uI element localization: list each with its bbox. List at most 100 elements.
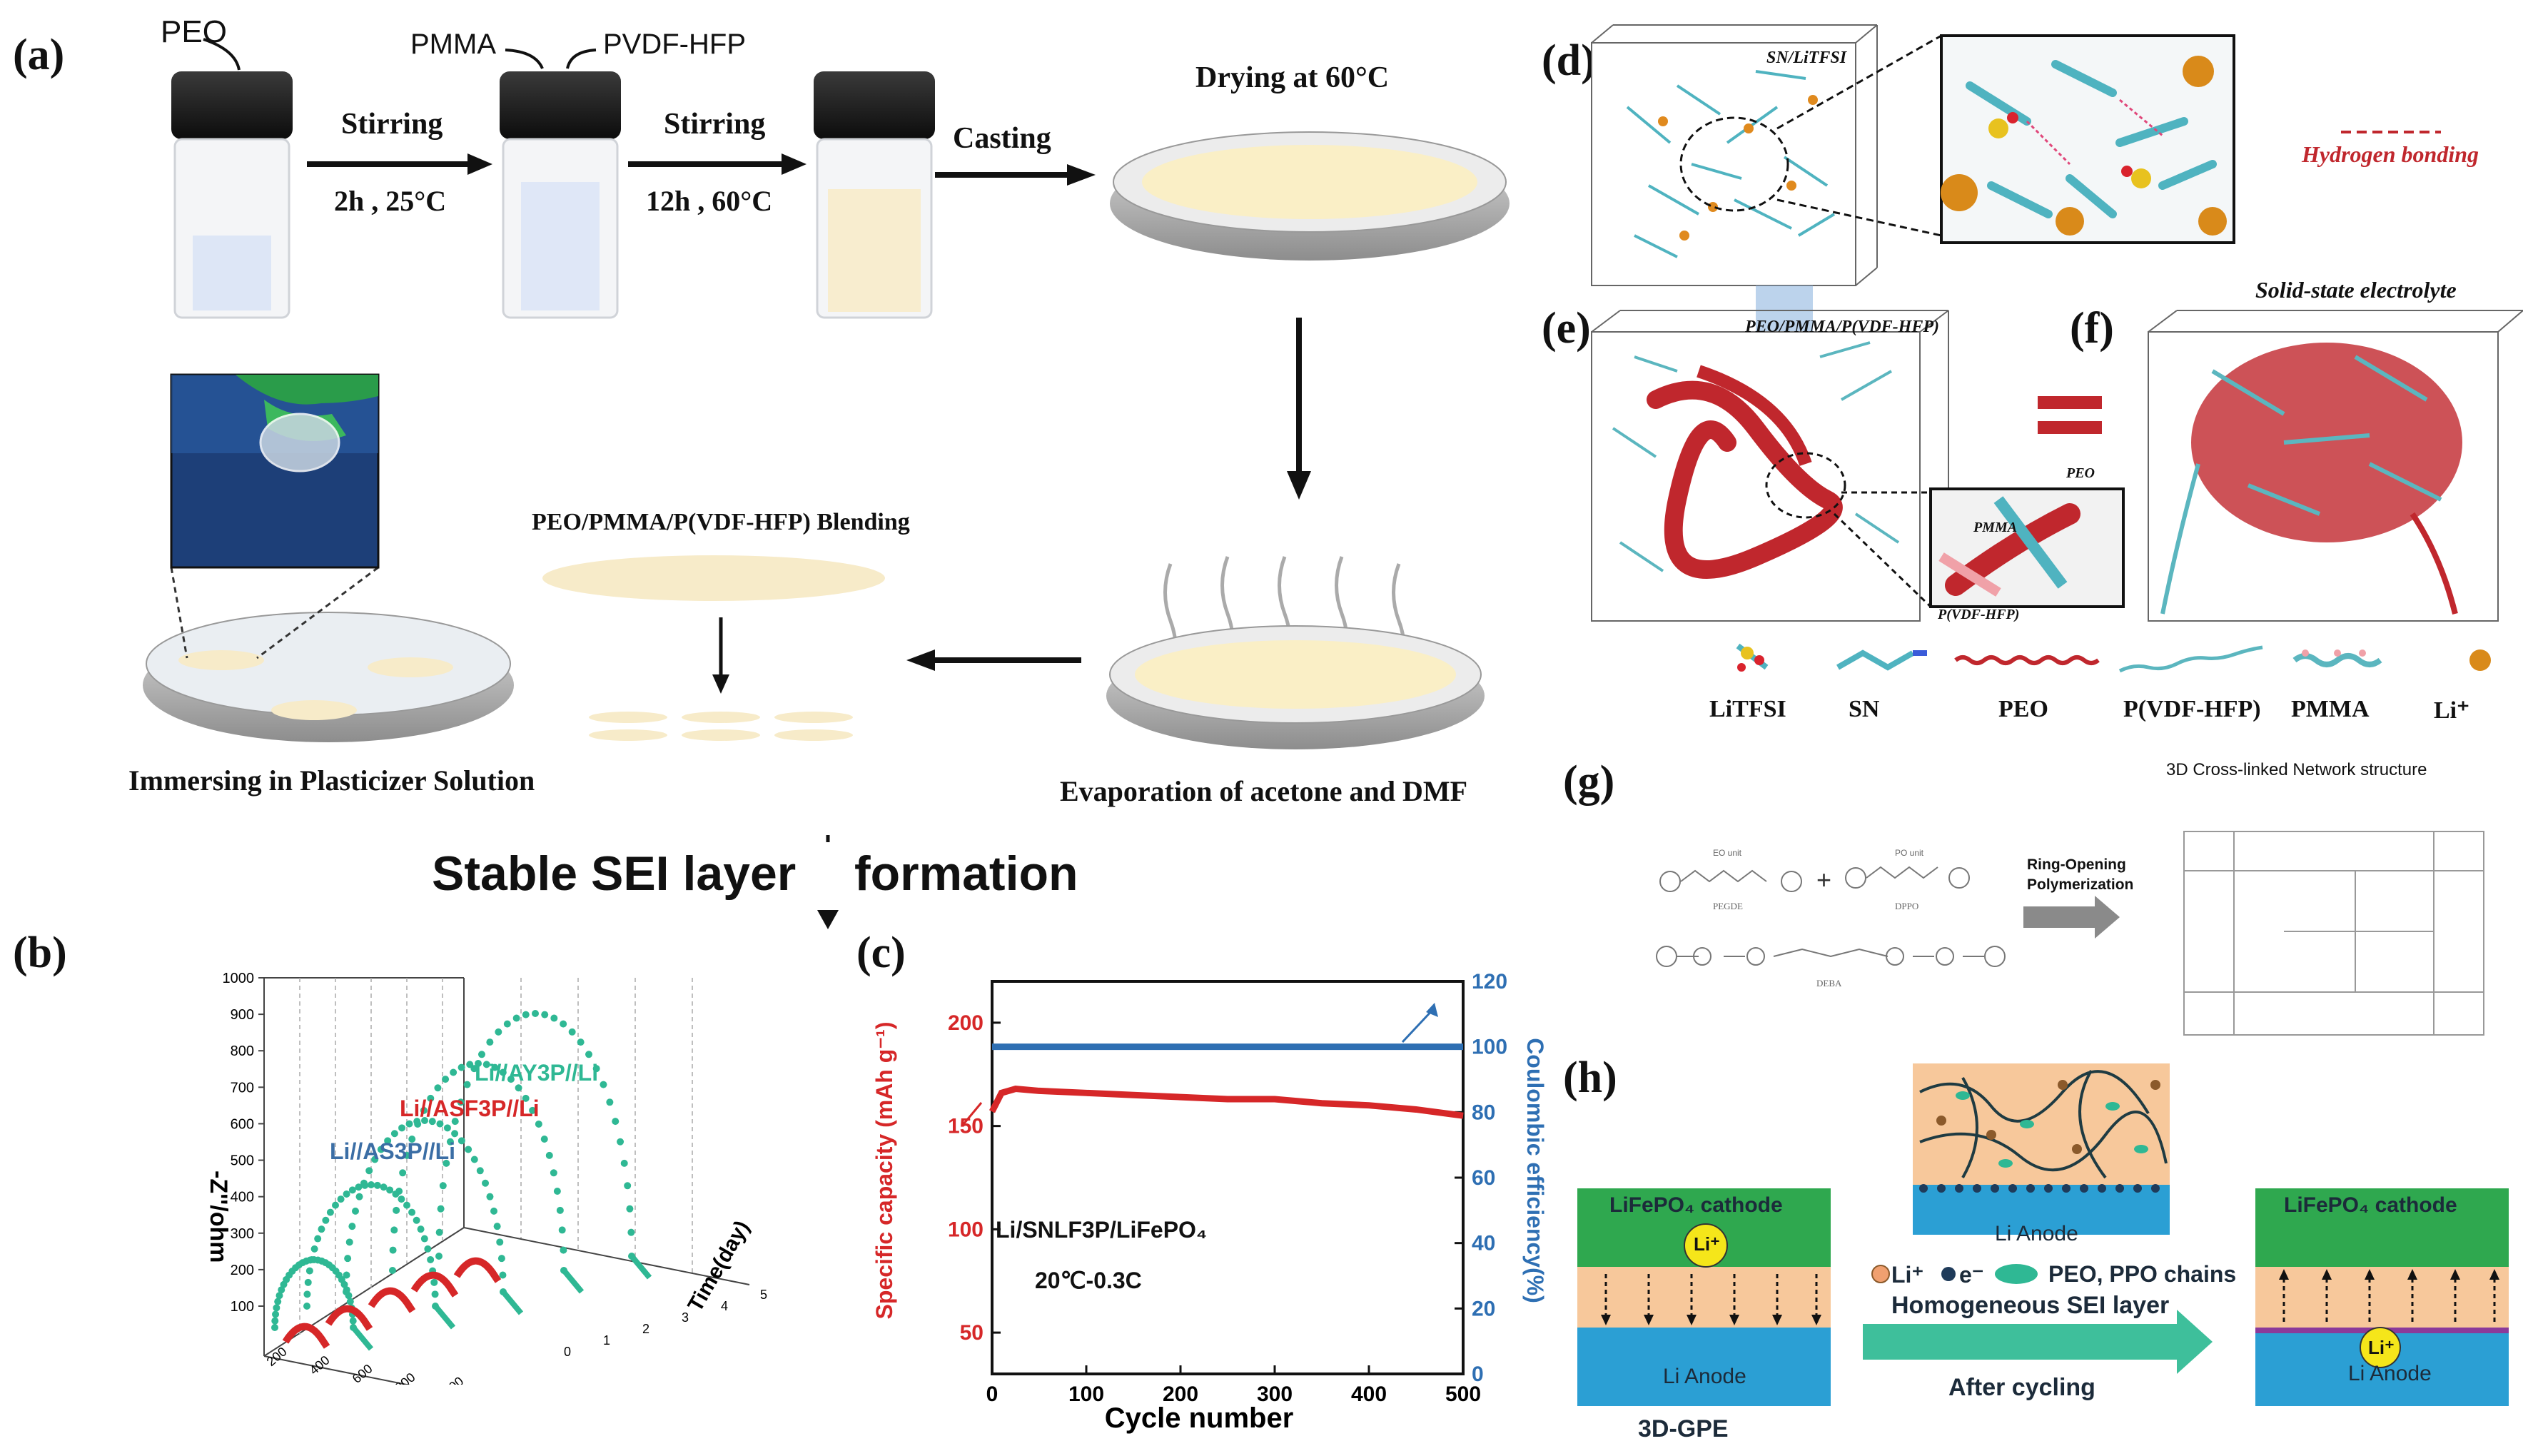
b-ay3p-point: [477, 1051, 485, 1058]
b-ay3p-tail: [433, 1304, 456, 1330]
c-ce-arrowhead: [1426, 1003, 1438, 1017]
b-ay3p-point: [522, 1011, 530, 1018]
legend-pvdf: P(VDF-HFP): [2123, 696, 2261, 722]
b-ay3p-point: [271, 1317, 279, 1325]
b-ay3p-point: [624, 1182, 632, 1190]
hbond-label: Hydrogen bonding: [2302, 141, 2479, 167]
h-cathode-right: [2255, 1188, 2509, 1267]
c-ce-arrow: [1401, 1006, 1436, 1043]
b-ay3p-point: [393, 1206, 400, 1214]
c-frame: [991, 980, 1465, 1375]
b-z-tick-label: 0: [564, 1345, 571, 1359]
f-simulation-box: [2148, 310, 2523, 622]
pmma-pointer: [505, 49, 544, 69]
b-ay3p-point: [515, 1084, 522, 1092]
equals-bottom: [2038, 421, 2102, 434]
c-capacity-series: [989, 1085, 1464, 1119]
h-legend-e-icon: [1941, 1267, 1956, 1281]
b-ay3p-point: [431, 1290, 439, 1298]
b-curves: [271, 1010, 652, 1351]
b-ay3p-point: [585, 1051, 593, 1058]
panel-def-graphics: [1591, 24, 2523, 673]
b-ay3p-point: [274, 1298, 282, 1305]
b-ay3p-point: [522, 1094, 530, 1102]
b-ay3p-point: [345, 1238, 353, 1246]
b-ay3p-point: [343, 1271, 350, 1279]
arrow-casting: [935, 164, 1096, 186]
b-ay3p-point: [435, 1228, 443, 1236]
b-ay3p-point: [384, 1137, 392, 1145]
c-x-tick-label: 500: [1445, 1382, 1481, 1406]
c-cell-label: Li/SNLF3P/LiFePO₄: [996, 1217, 1208, 1243]
b-ay3p-point: [529, 1106, 537, 1114]
c-x-tick-label: 100: [1068, 1382, 1104, 1406]
c-x-label: Cycle number: [1105, 1402, 1294, 1434]
c-y-label: Specific capacity (mAh g⁻¹): [871, 1022, 897, 1320]
b-ay3p-point: [512, 1014, 520, 1022]
formation-label: formation: [854, 846, 1078, 901]
stirring-1-condition: 2h , 25°C: [334, 185, 447, 217]
b-z-tick-label: 1: [603, 1333, 610, 1348]
g-arrow: [2023, 896, 2120, 939]
c-condition-label: 20℃-0.3C: [1035, 1268, 1142, 1293]
b-y-tick-label: 1000: [223, 971, 255, 986]
b-ay3p-point: [490, 1207, 498, 1215]
b-ay3p-point: [446, 1138, 454, 1146]
h-anode-label-top: Li Anode: [1995, 1222, 2078, 1245]
b-ay3p-point: [427, 1094, 435, 1102]
b-ay3p-point: [303, 1290, 311, 1298]
b-ay3p-point: [351, 1207, 359, 1215]
h-3dgpe-label: 3D-GPE: [1638, 1415, 1729, 1442]
h-li-label-right: Li⁺: [2368, 1337, 2395, 1358]
b-ay3p-tail: [500, 1290, 524, 1315]
b-ay3p-point: [442, 1076, 450, 1083]
b-ay3p-point: [577, 1038, 585, 1046]
b-ay3p-point: [365, 1167, 373, 1175]
h-gpe-left: [1577, 1267, 1831, 1328]
b-ay3p-point: [457, 1137, 465, 1145]
legend-pmma: PMMA: [2291, 696, 2370, 722]
b-ay3p-point: [499, 1068, 507, 1076]
b-ay3p-point: [348, 1186, 356, 1194]
h-after-cycling-label: After cycling: [1948, 1374, 2095, 1401]
h-anode-label-right: Li Anode: [2348, 1362, 2432, 1385]
b-ay3p-point: [399, 1169, 407, 1177]
b-ay3p-point: [499, 1271, 507, 1279]
panel-h-graphics: [1577, 1063, 2509, 1406]
c-y-tick-label: 50: [960, 1321, 984, 1345]
vial-3: [814, 71, 935, 319]
b-ay3p-point: [318, 1225, 325, 1233]
d-sn-litfsi-label: SN/LiTFSI: [1766, 49, 1847, 67]
blend-membrane: [542, 555, 885, 741]
b-ay3p-point: [405, 1120, 413, 1128]
panel-g-graphics: +: [1656, 831, 2484, 1036]
g-monomers: [1656, 866, 2006, 967]
b-ay3p-point: [408, 1136, 416, 1143]
b-ay3p-point: [413, 1216, 420, 1224]
h-gpe-right: [2255, 1267, 2509, 1328]
b-ay3p-point: [491, 1063, 499, 1071]
b-ay3p-point: [314, 1235, 322, 1243]
b-ay3p-point: [377, 1146, 385, 1153]
h-anode-top: [1913, 1185, 2170, 1235]
c-y2-tick-label: 20: [1472, 1297, 1495, 1320]
b-ay3p-point: [463, 1081, 471, 1088]
b-ay3p-point: [545, 1151, 553, 1159]
legend-litfsi: LiTFSI: [1709, 696, 1786, 722]
peo-pointer: [203, 38, 241, 71]
g-ring-opening: Ring-Opening: [2027, 856, 2126, 873]
b-ay3p-point: [626, 1205, 634, 1213]
b-z-tick-label: 2: [642, 1322, 649, 1336]
b-y-tick-label: 100: [231, 1299, 254, 1315]
immersing-label: Immersing in Plasticizer Solution: [128, 764, 535, 797]
b-ay3p-point: [550, 1169, 557, 1177]
arrow-down: [1287, 318, 1311, 500]
b-ay3p-point: [403, 1151, 411, 1159]
b-ay3p-point: [346, 1298, 354, 1305]
b-ay3p-point: [389, 1267, 396, 1274]
pvdf-pointer: [566, 49, 597, 69]
pvdf-molecule: [2118, 645, 2263, 673]
